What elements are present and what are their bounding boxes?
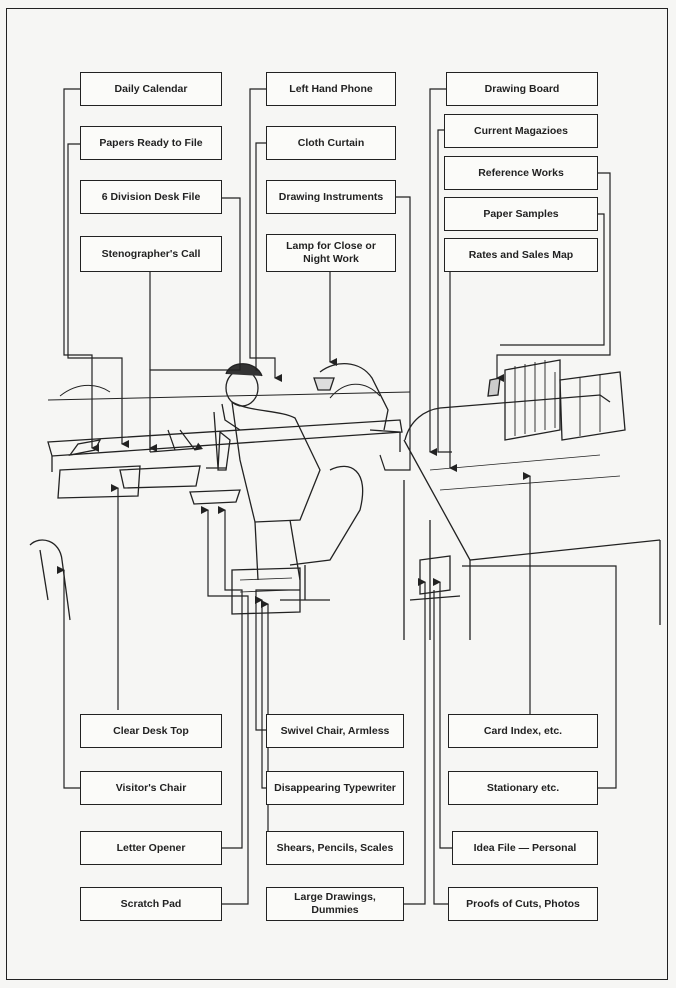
label-stationary: Stationary etc. [448,771,598,805]
desk-scene [30,360,660,640]
label-disappearing-typewriter: Disappearing Typewriter [266,771,404,805]
label-six-division-desk-file: 6 Division Desk File [80,180,222,214]
label-rates-and-sales-map: Rates and Sales Map [444,238,598,272]
label-clear-desk-top: Clear Desk Top [80,714,222,748]
label-card-index: Card Index, etc. [448,714,598,748]
label-paper-samples: Paper Samples [444,197,598,231]
label-shears-pencils-scales: Shears, Pencils, Scales [266,831,404,865]
label-papers-ready-to-file: Papers Ready to File [80,126,222,160]
label-drawing-instruments: Drawing Instruments [266,180,396,214]
label-idea-file: Idea File — Personal [452,831,598,865]
label-proofs-of-cuts: Proofs of Cuts, Photos [448,887,598,921]
label-visitors-chair: Visitor's Chair [80,771,222,805]
label-swivel-chair: Swivel Chair, Armless [266,714,404,748]
label-cloth-curtain: Cloth Curtain [266,126,396,160]
label-drawing-board: Drawing Board [446,72,598,106]
label-scratch-pad: Scratch Pad [80,887,222,921]
label-lamp: Lamp for Close or Night Work [266,234,396,272]
label-letter-opener: Letter Opener [80,831,222,865]
label-current-magazines: Current Magazioes [444,114,598,148]
label-large-drawings: Large Drawings, Dummies [266,887,404,921]
label-daily-calendar: Daily Calendar [80,72,222,106]
label-reference-works: Reference Works [444,156,598,190]
label-stenographers-call: Stenographer's Call [80,236,222,272]
label-left-hand-phone: Left Hand Phone [266,72,396,106]
